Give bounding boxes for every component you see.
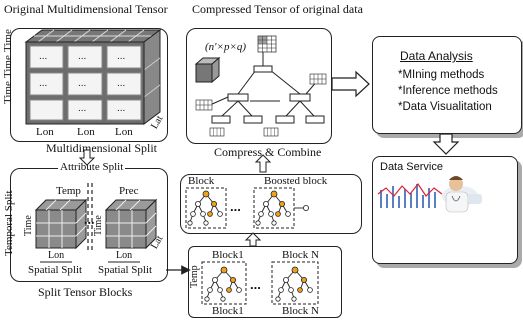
analysis-item: *Data Visualitation [398,101,492,113]
tensor-cell-text: ... [117,78,126,89]
analysis-item: *Inference methods [398,85,498,97]
data-analysis-title: Data Analysis [400,49,473,63]
blockn-label-bottom: Block N [282,305,319,317]
spatial-split-label: Spatial Split [28,264,83,276]
spatial-split-label: Spatial Split [98,264,153,276]
tensor-cell-text: ... [39,51,48,62]
temp-label: Temp [56,185,81,197]
lon-axis-label: Lon [115,126,133,138]
original-tensor-title: Original Multidimensional Tensor [4,2,168,16]
data-service-box [372,156,518,264]
multidimensional-split-caption: Multidimensional Split [46,141,158,155]
compress-formula: (n'×p×q) [205,41,247,53]
compress-combine-caption: Compress & Combine [214,145,322,159]
tensor-cell-text: ... [78,78,87,89]
compressed-tensor-title: Compressed Tensor of original data [192,2,363,16]
analysis-item: *MIning methods [398,69,485,81]
data-service-title: Data Service [380,161,443,173]
prec-label: Prec [119,185,139,197]
tensor-cell-text: ... [117,51,126,62]
tensor-cell-text: ... [78,103,87,114]
block1-label-top: Block1 [212,249,244,261]
split-lon-label: Lon [116,250,133,261]
split-tensor-blocks-caption: Split Tensor Blocks [38,285,133,299]
blocks-dots: ... [250,277,261,292]
tensor-cell-text: ... [39,78,48,89]
attribute-split-label: Attribute Split [58,161,126,173]
block-label: Block [188,175,215,187]
tensor-cell-text: ... [78,51,87,62]
blockn-label-top: Block N [282,249,319,261]
split-lon-label: Lon [48,250,65,261]
lon-axis-label: Lon [36,126,54,138]
split-dots: ... [84,213,95,228]
block1-label-bottom: Block1 [212,305,244,317]
lon-axis-label: Lon [77,126,95,138]
boosted-block-box [180,174,362,234]
tensor-cell-text: ... [117,103,126,114]
boosted-block-label: Boosted block [264,175,328,187]
boosted-dots: ... [230,199,241,214]
